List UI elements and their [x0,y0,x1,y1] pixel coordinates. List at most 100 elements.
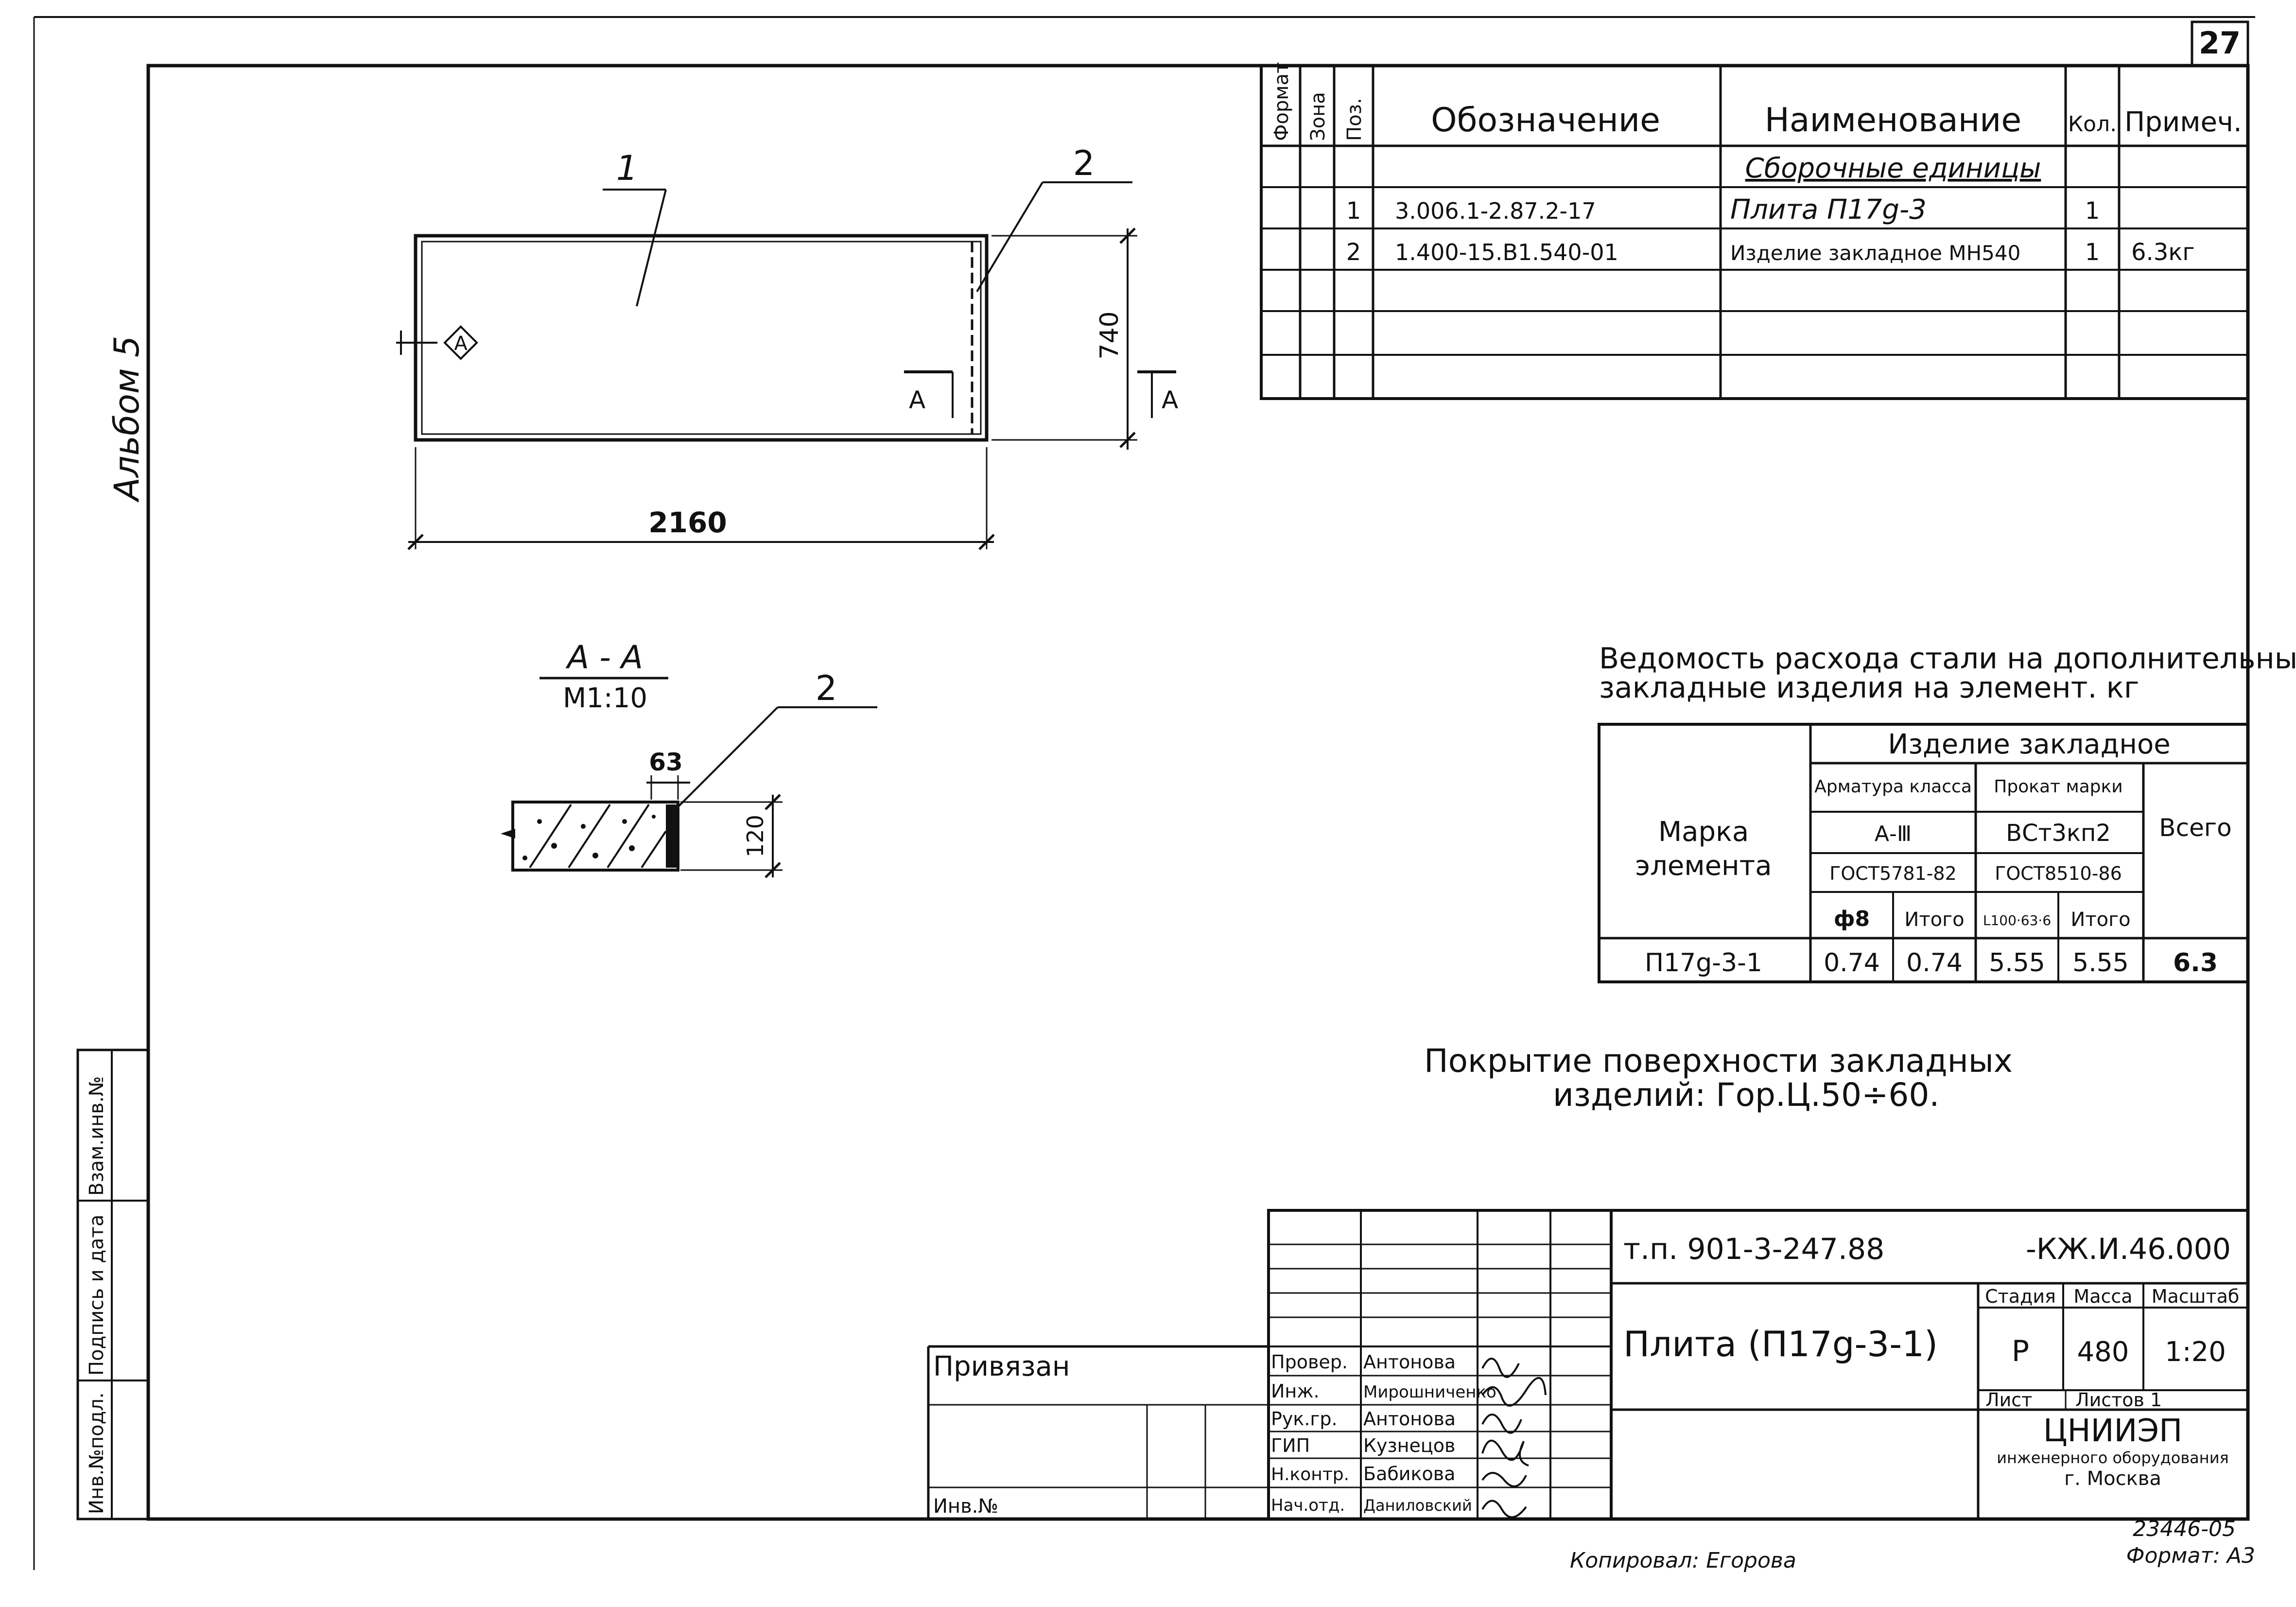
steel-header-rolled: Прокат марки [1994,777,2122,797]
dim-63: 63 [649,748,683,776]
side-stamp [76,1048,150,1520]
spec-row-name: Плита П17g-3 [1730,194,1927,226]
spec-row-pos: 2 [1346,239,1361,266]
section-view [501,677,877,878]
steel-rebar-class: А-Ⅲ [1875,821,1912,846]
steel-col-angle: L100·63·6 [1983,912,2051,928]
steel-header-embedded: Изделие закладное [1888,729,2170,760]
org-city: г. Москва [2064,1467,2161,1490]
marker-a: А [454,332,468,355]
spec-row-name: Изделие закладное МН540 [1730,241,2020,265]
cut-label-left: А [909,386,925,414]
spec-row: 2 1.400-15.В1.540-01 Изделие закладное М… [1346,239,2195,266]
spec-header-note: Примеч. [2124,106,2242,138]
spec-row-qty: 1 [2085,239,2100,266]
leader-label-2: 2 [1073,143,1095,183]
signer-role: Провер. [1271,1351,1348,1373]
signer-role: Н.контр. [1271,1465,1349,1485]
steel-col-phi8: ф8 [1834,907,1870,931]
steel-rolled-gost: ГОСТ8510-86 [1995,863,2122,884]
steel-header-mark-2: элемента [1635,850,1772,882]
signer-role: Инж. [1271,1380,1320,1402]
plan-view [396,181,1176,550]
stage-label: Стадия [1985,1286,2056,1307]
leader-label-1: 1 [616,148,638,188]
steel-col-subtotal1: Итого [1904,908,1964,931]
steel-row-phi8: 0.74 [1824,948,1880,978]
spec-row-qty: 1 [2085,197,2100,225]
steel-row-mark: П17g-3-1 [1645,948,1762,978]
doc-code: -КЖ.И.46.000 [2026,1232,2231,1266]
steel-table [1598,723,2249,983]
copied-by: Копировал: Егорова [1570,1548,1796,1573]
format-label: Формат: А3 [2126,1543,2255,1568]
coating-note-2: изделий: Гор.Ц.50÷60. [1553,1076,1939,1114]
section-title: А - А [565,639,643,676]
steel-header-rebar: Арматура класса [1814,777,1972,797]
item-title: Плита (П17g-3-1) [1623,1324,1938,1364]
steel-row-angle: 5.55 [1989,948,2045,978]
steel-table-title-2: закладные изделия на элемент. кг [1599,671,2139,705]
signer-name: Даниловский [1363,1496,1472,1515]
org-sub: инженерного оборудования [1997,1449,2229,1467]
section-scale: М1:10 [563,682,647,714]
sheet-number: 27 [2199,25,2241,61]
side-stamp-inv-orig: Инв.№подл. [86,1392,108,1514]
spec-header-name: Наименование [1765,101,2021,140]
album-label: Альбом 5 [107,336,147,503]
scale-label: Масштаб [2152,1286,2240,1307]
steel-row: П17g-3-1 0.74 0.74 5.55 5.55 6.3 [1645,948,2218,978]
spec-header-pos: Поз. [1343,98,1366,141]
steel-header-total: Всего [2159,814,2231,842]
inv-label: Инв.№ [933,1495,998,1518]
steel-col-subtotal2: Итого [2070,908,2130,931]
sheets-label: Листов 1 [2075,1389,2162,1411]
spec-section-title: Сборочные единицы [1745,153,2041,184]
signer-role: Рук.гр. [1271,1408,1338,1430]
steel-row-total: 6.3 [2173,948,2218,978]
spec-header-designation: Обозначение [1431,101,1660,140]
coating-note-1: Покрытие поверхности закладных [1424,1042,2013,1080]
spec-row-note: 6.3кг [2131,239,2195,266]
archive-number: 23446-05 [2133,1517,2236,1541]
steel-rolled-grade: ВСт3кп2 [2006,820,2111,847]
signer-name: Мирошниченко [1363,1382,1496,1402]
spec-header-qty: Кол. [2068,112,2117,137]
cut-label-right: А [1162,386,1178,414]
steel-header-mark-1: Марка [1658,816,1749,848]
dim-width: 2160 [648,506,727,539]
signer-name: Антонова [1363,1351,1456,1373]
title-block [927,1209,2249,1520]
spec-row-designation: 1.400-15.В1.540-01 [1395,239,1618,265]
section-leader-2: 2 [816,668,837,708]
mass-label: Масса [2073,1286,2132,1307]
dim-height: 740 [1095,311,1124,359]
mass-value: 480 [2077,1336,2129,1368]
steel-row-subtotal2: 5.55 [2072,948,2129,978]
spec-table [1260,64,2249,400]
side-stamp-replace-inv: Взам.инв.№ [86,1076,108,1196]
steel-row-subtotal1: 0.74 [1906,948,1963,978]
signer-role: ГИП [1271,1435,1310,1456]
signature-scribbles [1481,1358,1547,1519]
dim-120: 120 [742,815,768,857]
signers: Провер. Антонова Инж. Мирошниченко Рук.г… [1271,1351,1496,1515]
signer-role: Нач.отд. [1271,1496,1345,1515]
spec-row-pos: 1 [1346,197,1361,225]
org-name: ЦНИИЭП [2043,1413,2182,1449]
scale-value: 1:20 [2165,1336,2226,1368]
signer-name: Кузнецов [1363,1435,1455,1456]
spec-row: 1 3.006.1-2.87.2-17 Плита П17g-3 1 [1346,194,2100,226]
signer-name: Бабикова [1363,1463,1455,1485]
spec-row-designation: 3.006.1-2.87.2-17 [1395,198,1596,224]
side-stamp-sign-date: Подпись и дата [86,1215,108,1376]
sheet-label: Лист [1985,1389,2032,1411]
spec-header-zone: Зона [1307,92,1329,141]
project-code: т.п. 901-3-247.88 [1623,1232,1884,1266]
stage-value: Р [2012,1334,2029,1368]
steel-table-title-1: Ведомость расхода стали на дополнительны… [1599,642,2296,676]
signer-name: Антонова [1363,1408,1456,1430]
steel-rebar-gost: ГОСТ5781-82 [1829,863,1957,884]
spec-header-format: Формат [1270,62,1293,141]
